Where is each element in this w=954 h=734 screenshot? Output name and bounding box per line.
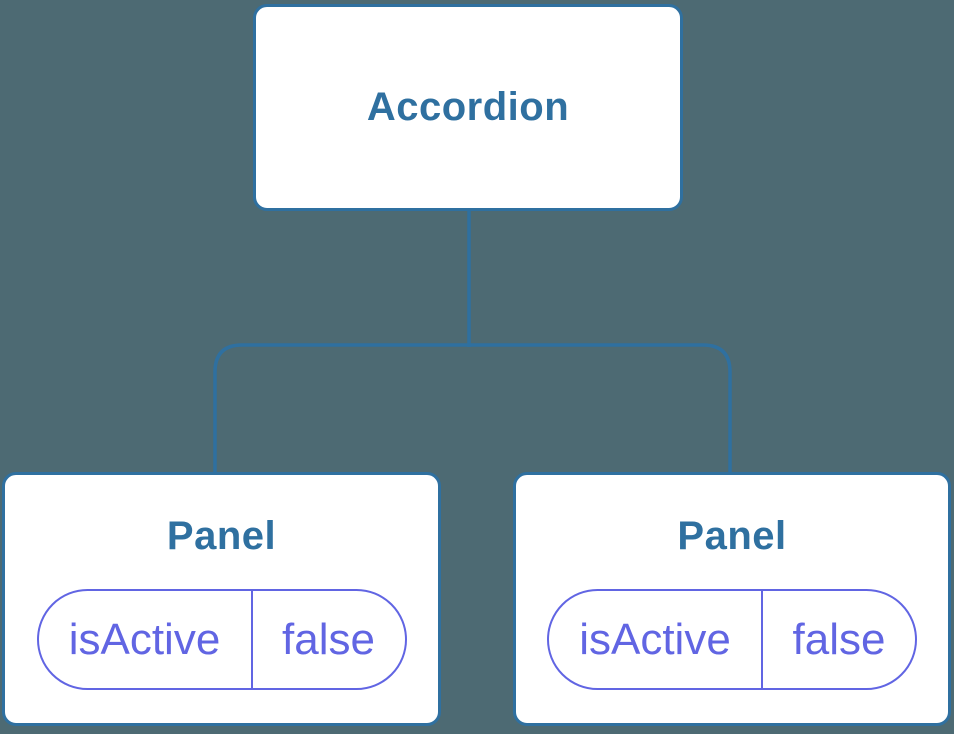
state-pill: isActive false xyxy=(547,589,917,690)
panel-node-left: Panel isActive false xyxy=(2,472,441,726)
panel-node-label: Panel xyxy=(677,514,787,558)
accordion-node-label: Accordion xyxy=(366,85,570,129)
connector-bracket xyxy=(213,343,732,473)
accordion-node: Accordion xyxy=(253,4,683,211)
state-name: isActive xyxy=(39,591,253,688)
state-name: isActive xyxy=(549,591,763,688)
state-value: false xyxy=(792,614,886,664)
panel-node-label: Panel xyxy=(166,514,277,558)
panel-node-right: Panel isActive false xyxy=(513,472,951,726)
state-value: false xyxy=(282,614,375,664)
state-pill: isActive false xyxy=(36,589,407,690)
